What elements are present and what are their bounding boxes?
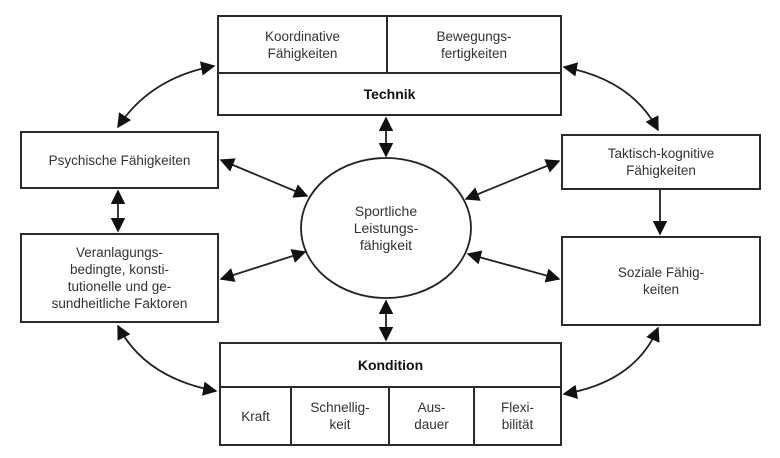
bewegungsfertigkeiten: Bewegungs- fertigkeiten xyxy=(388,17,560,74)
center-label: Sportliche Leistungs- fähigkeit xyxy=(353,202,419,253)
arrow-psych-technik xyxy=(117,61,216,129)
arrow-sozial-center xyxy=(466,250,561,283)
kondition-title: Kondition xyxy=(221,344,560,388)
taktisch-kognitive-box: Taktisch-kognitive Fähigkeiten xyxy=(561,134,761,190)
ausdauer: Aus- dauer xyxy=(390,388,475,444)
psychische-faehigkeiten-box: Psychische Fähigkeiten xyxy=(20,131,219,189)
koordinative-faehigkeiten: Koordinative Fähigkeiten xyxy=(219,17,388,74)
kondition-box: Kondition Kraft Schnellig- keit Aus- dau… xyxy=(219,342,562,446)
schnelligkeit: Schnellig- keit xyxy=(292,388,390,444)
technik-box: Koordinative Fähigkeiten Bewegungs- fert… xyxy=(217,15,562,116)
center-ellipse xyxy=(300,157,472,299)
flexibilitaet: Flexi- bilität xyxy=(501,400,534,432)
kraft: Kraft xyxy=(221,388,292,444)
arrow-taktisch-center xyxy=(464,159,561,201)
technik-title: Technik xyxy=(363,85,416,102)
arrow-sozial-kondition xyxy=(562,326,660,399)
arrow-veranlagung-kondition xyxy=(117,324,218,396)
soziale-faehigkeiten-box: Soziale Fähig- keiten xyxy=(561,236,761,326)
veranlagung-box: Veranlagungs- bedingte, konsti- tutionel… xyxy=(20,233,219,323)
arrow-psych-center xyxy=(219,158,309,198)
arrow-technik-taktisch xyxy=(562,62,659,132)
arrow-veranlagung-center xyxy=(219,249,307,282)
